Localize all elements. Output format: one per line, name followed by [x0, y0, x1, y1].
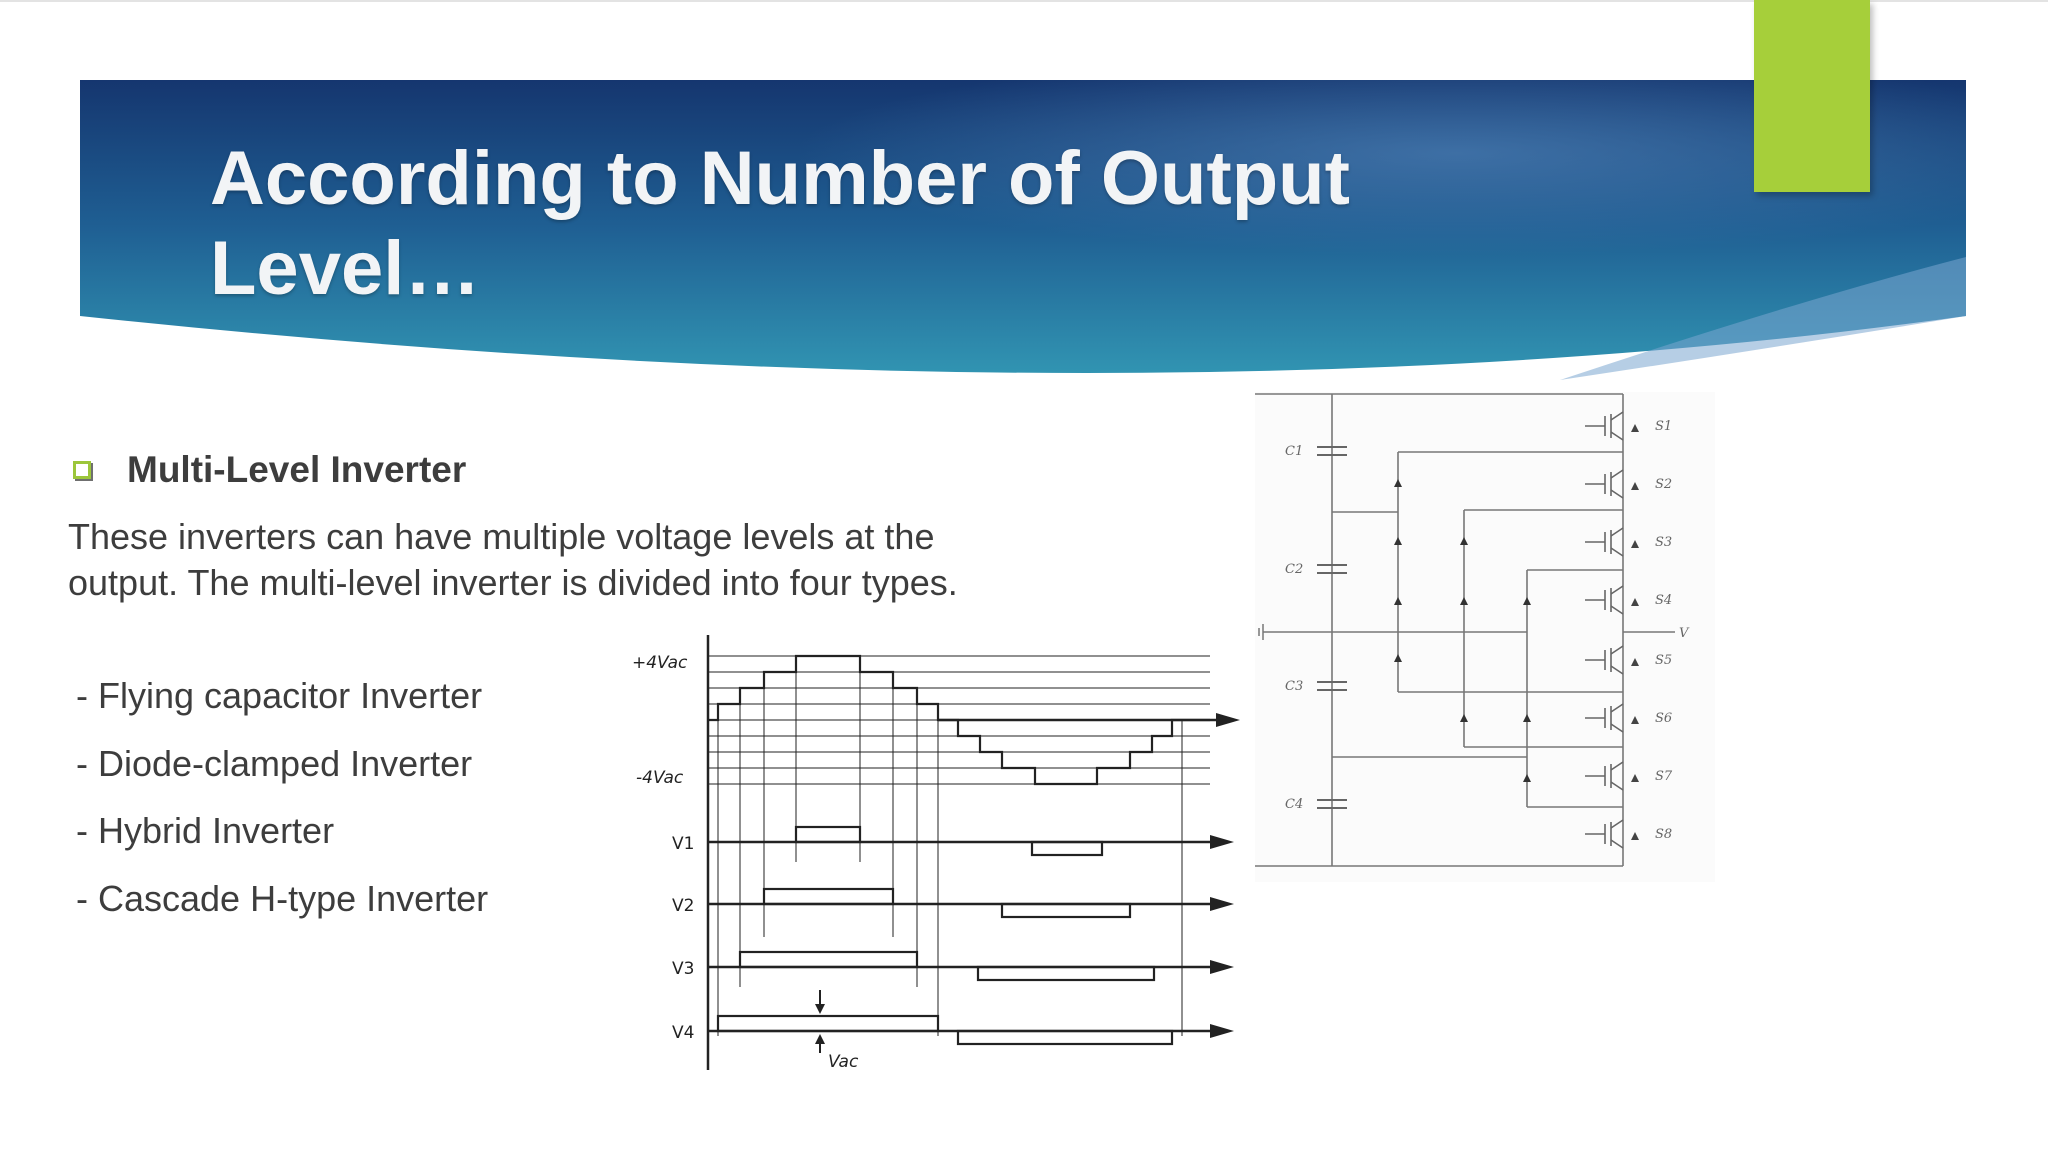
neg-level-label: -4Vac	[636, 768, 684, 788]
title-banner	[80, 80, 1966, 380]
top-border	[0, 0, 2048, 2]
section-title: Multi-Level Inverter	[127, 449, 467, 490]
list-item: - Diode-clamped Inverter	[76, 742, 473, 784]
accent-tab	[1754, 0, 1870, 192]
switch-label-s2: S2	[1655, 477, 1672, 492]
capacitor-label-c3: C3	[1285, 679, 1303, 694]
capacitor-label-c4: C4	[1285, 797, 1303, 812]
staircase-waveform-diagram: +4Vac -4Vac V1 V2 V3 V4 Vac	[632, 635, 1240, 1072]
title-line-1: According to Number of Output	[210, 136, 1350, 221]
switch-label-s6: S6	[1655, 711, 1672, 726]
list-item: - Flying capacitor Inverter	[76, 675, 483, 716]
diode-clamped-circuit-diagram: C1 C2 C3 C4 S1 S2 S3 S4 S5 S6 S7 S8 V	[1255, 392, 1715, 882]
capacitor-label-c1: C1	[1285, 444, 1303, 459]
switch-label-s5: S5	[1655, 653, 1672, 668]
output-label: V	[1679, 626, 1690, 641]
list-item: - Cascade H-type Inverter	[76, 877, 489, 919]
title-line-2: Level…	[210, 226, 481, 311]
checkbox-bullet-icon	[73, 461, 91, 479]
slide-title: According to Number of Output Level…	[210, 134, 1510, 314]
ground-icon	[1258, 624, 1264, 640]
row-label-v3: V3	[672, 959, 694, 979]
row-label-v4: V4	[672, 1023, 694, 1043]
switch-label-s8: S8	[1655, 827, 1672, 842]
description-paragraph: These inverters can have multiple voltag…	[68, 516, 958, 603]
inverter-types-list: - Flying capacitor Inverter - Diode-clam…	[76, 670, 488, 940]
switch-label-s7: S7	[1655, 769, 1673, 784]
vac-unit-label: Vac	[828, 1052, 859, 1072]
section-heading: Multi-Level Inverter	[70, 446, 466, 494]
capacitor-label-c2: C2	[1285, 562, 1303, 577]
switch-label-s3: S3	[1655, 535, 1672, 550]
row-label-v2: V2	[672, 896, 694, 916]
pos-level-label: +4Vac	[632, 653, 688, 673]
row-label-v1: V1	[672, 834, 694, 854]
list-item: - Hybrid Inverter	[76, 810, 335, 851]
switch-label-s4: S4	[1655, 593, 1672, 608]
switch-label-s1: S1	[1655, 419, 1672, 434]
